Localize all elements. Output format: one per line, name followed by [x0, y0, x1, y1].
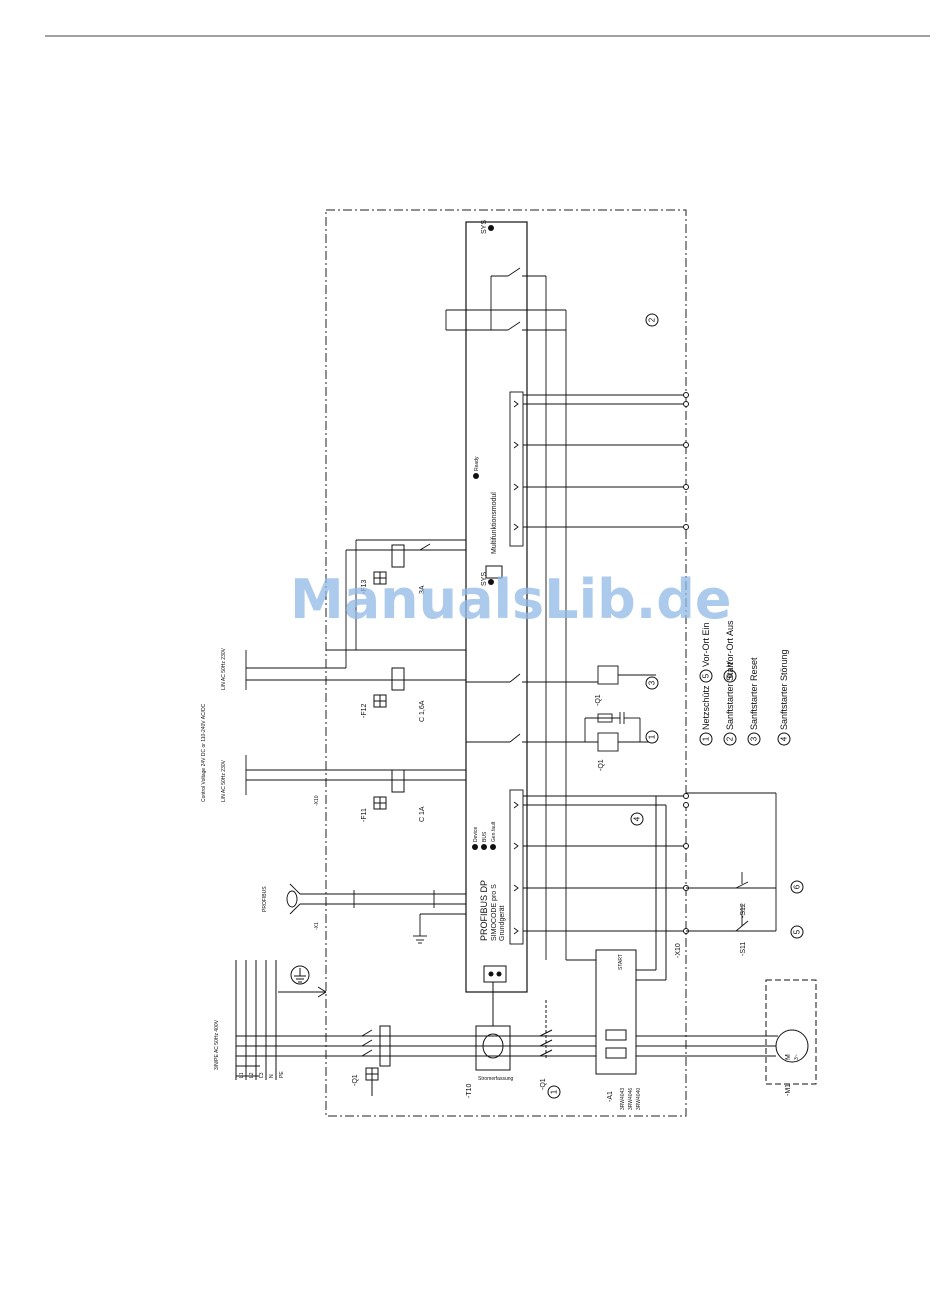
sys-connector-2 [488, 225, 494, 231]
marker-5-on: 5 [793, 929, 802, 934]
main-power-circuit [235, 960, 776, 1080]
legend-text-2: Sanftstarter Start [725, 661, 735, 730]
led-device-label: Device [473, 826, 479, 842]
legend-text-6: Vor-Ort Aus [725, 620, 735, 667]
interface-socket [485, 565, 503, 579]
phase-pe: PE [279, 1071, 285, 1078]
ac-supply-1-label: L/N AC 50Hz 230V [221, 647, 227, 690]
legend-num-4: 4 [780, 736, 789, 741]
sys-connector-1 [488, 579, 494, 585]
marker-2-start: 2 [648, 317, 657, 322]
motor-symbol: M [785, 1054, 792, 1060]
led-bus-indicator [481, 844, 487, 850]
profibus-label: PROFIBUS [262, 886, 268, 912]
a1-type-1: 3RW4043 [620, 1088, 626, 1110]
legend: 1 2 3 4 5 6 Netzschütz Sanftstarter Star… [699, 620, 791, 746]
legend-num-6: 6 [726, 673, 735, 678]
motor-phase: 3~ [794, 1054, 800, 1060]
legend-text-1: Netzschütz [701, 685, 711, 730]
marker-3-coil: 3 [648, 680, 657, 685]
legend-text-4: Sanftstarter Störung [779, 649, 789, 730]
multi-input-channels [513, 394, 686, 531]
output-relay-circuits [445, 267, 656, 960]
legend-text-3: Sanftstarter Reset [749, 657, 759, 730]
legend-num-5: 5 [702, 673, 711, 678]
a1-label: -A1 [607, 1091, 614, 1102]
fuse-elements [373, 543, 431, 810]
x10-terminals [683, 392, 689, 934]
led-bus-label: BUS [482, 831, 488, 842]
x1-label: -X1 [314, 922, 320, 930]
q0-label: -Q1 [352, 1074, 359, 1086]
t10-label: -T10 [466, 1084, 473, 1099]
control-voltage-label: Control Voltage 24V DC or 110-240V AC/DC [201, 703, 207, 802]
x10-left-label: -X10 [314, 795, 320, 806]
sys-connector-label-1: SYS [481, 572, 488, 586]
m1-label: -M1 [785, 1084, 792, 1096]
profibus-connection [286, 883, 466, 944]
contactor-q1 [539, 1000, 553, 1060]
f11-label: -F11 [361, 808, 368, 822]
legend-num-2: 2 [726, 736, 735, 741]
base-input-channels [513, 795, 686, 935]
legend-num-3: 3 [750, 736, 759, 741]
base-input-terminal-block [509, 789, 524, 945]
legend-num-1: 1 [702, 736, 711, 741]
ac-supply-2-label: L/N AC 50Hz 230V [221, 759, 227, 802]
x10-right-label: -X10 [675, 943, 682, 958]
main-switch-q0 [361, 1025, 391, 1096]
sys-connector-label-2: SYS [481, 220, 488, 234]
pe-ground-symbol [290, 965, 310, 985]
f13-rating: 3A [419, 585, 426, 594]
q1-coil-label: -Q1 [598, 759, 605, 771]
phase-l2: L2 [249, 1072, 255, 1078]
led-genfault-indicator [490, 844, 496, 850]
base-title: SIMOCODE pro S [491, 884, 498, 941]
profibus-socket [483, 965, 507, 983]
led-ready-label: Ready [474, 456, 480, 471]
q11-coil-label: -Q1 [595, 694, 602, 706]
marker-1-coil: 1 [648, 734, 657, 739]
phase-n: N [269, 1074, 275, 1078]
multi-input-terminal-block [509, 391, 524, 547]
t10-caption: Stromerfassung [478, 1076, 514, 1082]
f13-label: -F13 [361, 580, 368, 595]
watermark: ManualsLib.de [290, 568, 732, 631]
base-subtitle: Grundgerät [499, 906, 506, 941]
led-ready-indicator [473, 473, 479, 479]
led-device-indicator [472, 844, 478, 850]
reference-markers [547, 313, 804, 1099]
marker-1-bottom: 1 [550, 1089, 559, 1094]
main-supply-label: 3/N/PE AC 50Hz 400V [214, 1019, 220, 1070]
a1-type-2: 3RW4046 [628, 1088, 634, 1110]
q1-label: -Q1 [540, 1078, 547, 1090]
pushbutton-circuit [686, 792, 777, 932]
control-voltage-supply [245, 539, 466, 795]
current-measuring-module-t10 [475, 982, 511, 1071]
motor-m1 [765, 979, 817, 1085]
s11-label: -S11 [740, 942, 747, 956]
legend-text-5: Vor-Ort Ein [701, 622, 711, 667]
cabinet-enclosure [325, 209, 687, 1117]
soft-starter-a1 [566, 796, 667, 1075]
f12-rating: C 1,6A [419, 700, 426, 722]
phase-l1: L1 [239, 1072, 245, 1078]
f12-label: -F12 [361, 704, 368, 719]
simocode-base-unit: PROFIBUS DP SIMOCODE pro S Grundgerät De… [465, 220, 528, 993]
f11-rating: C 1A [419, 806, 426, 822]
base-bus-label: PROFIBUS DP [479, 880, 489, 941]
multi-module-title: Multifunktionsmodul [491, 492, 498, 554]
led-genfault-label: Gen.fault [491, 821, 497, 842]
marker-6-off: 6 [793, 884, 802, 889]
marker-4-fault: 4 [633, 816, 642, 821]
phase-l3: L3 [259, 1072, 265, 1078]
s12-label: -S12 [740, 903, 747, 918]
a1-type-3: 3RW4040 [636, 1088, 642, 1110]
a1-start-label: START [618, 954, 624, 970]
